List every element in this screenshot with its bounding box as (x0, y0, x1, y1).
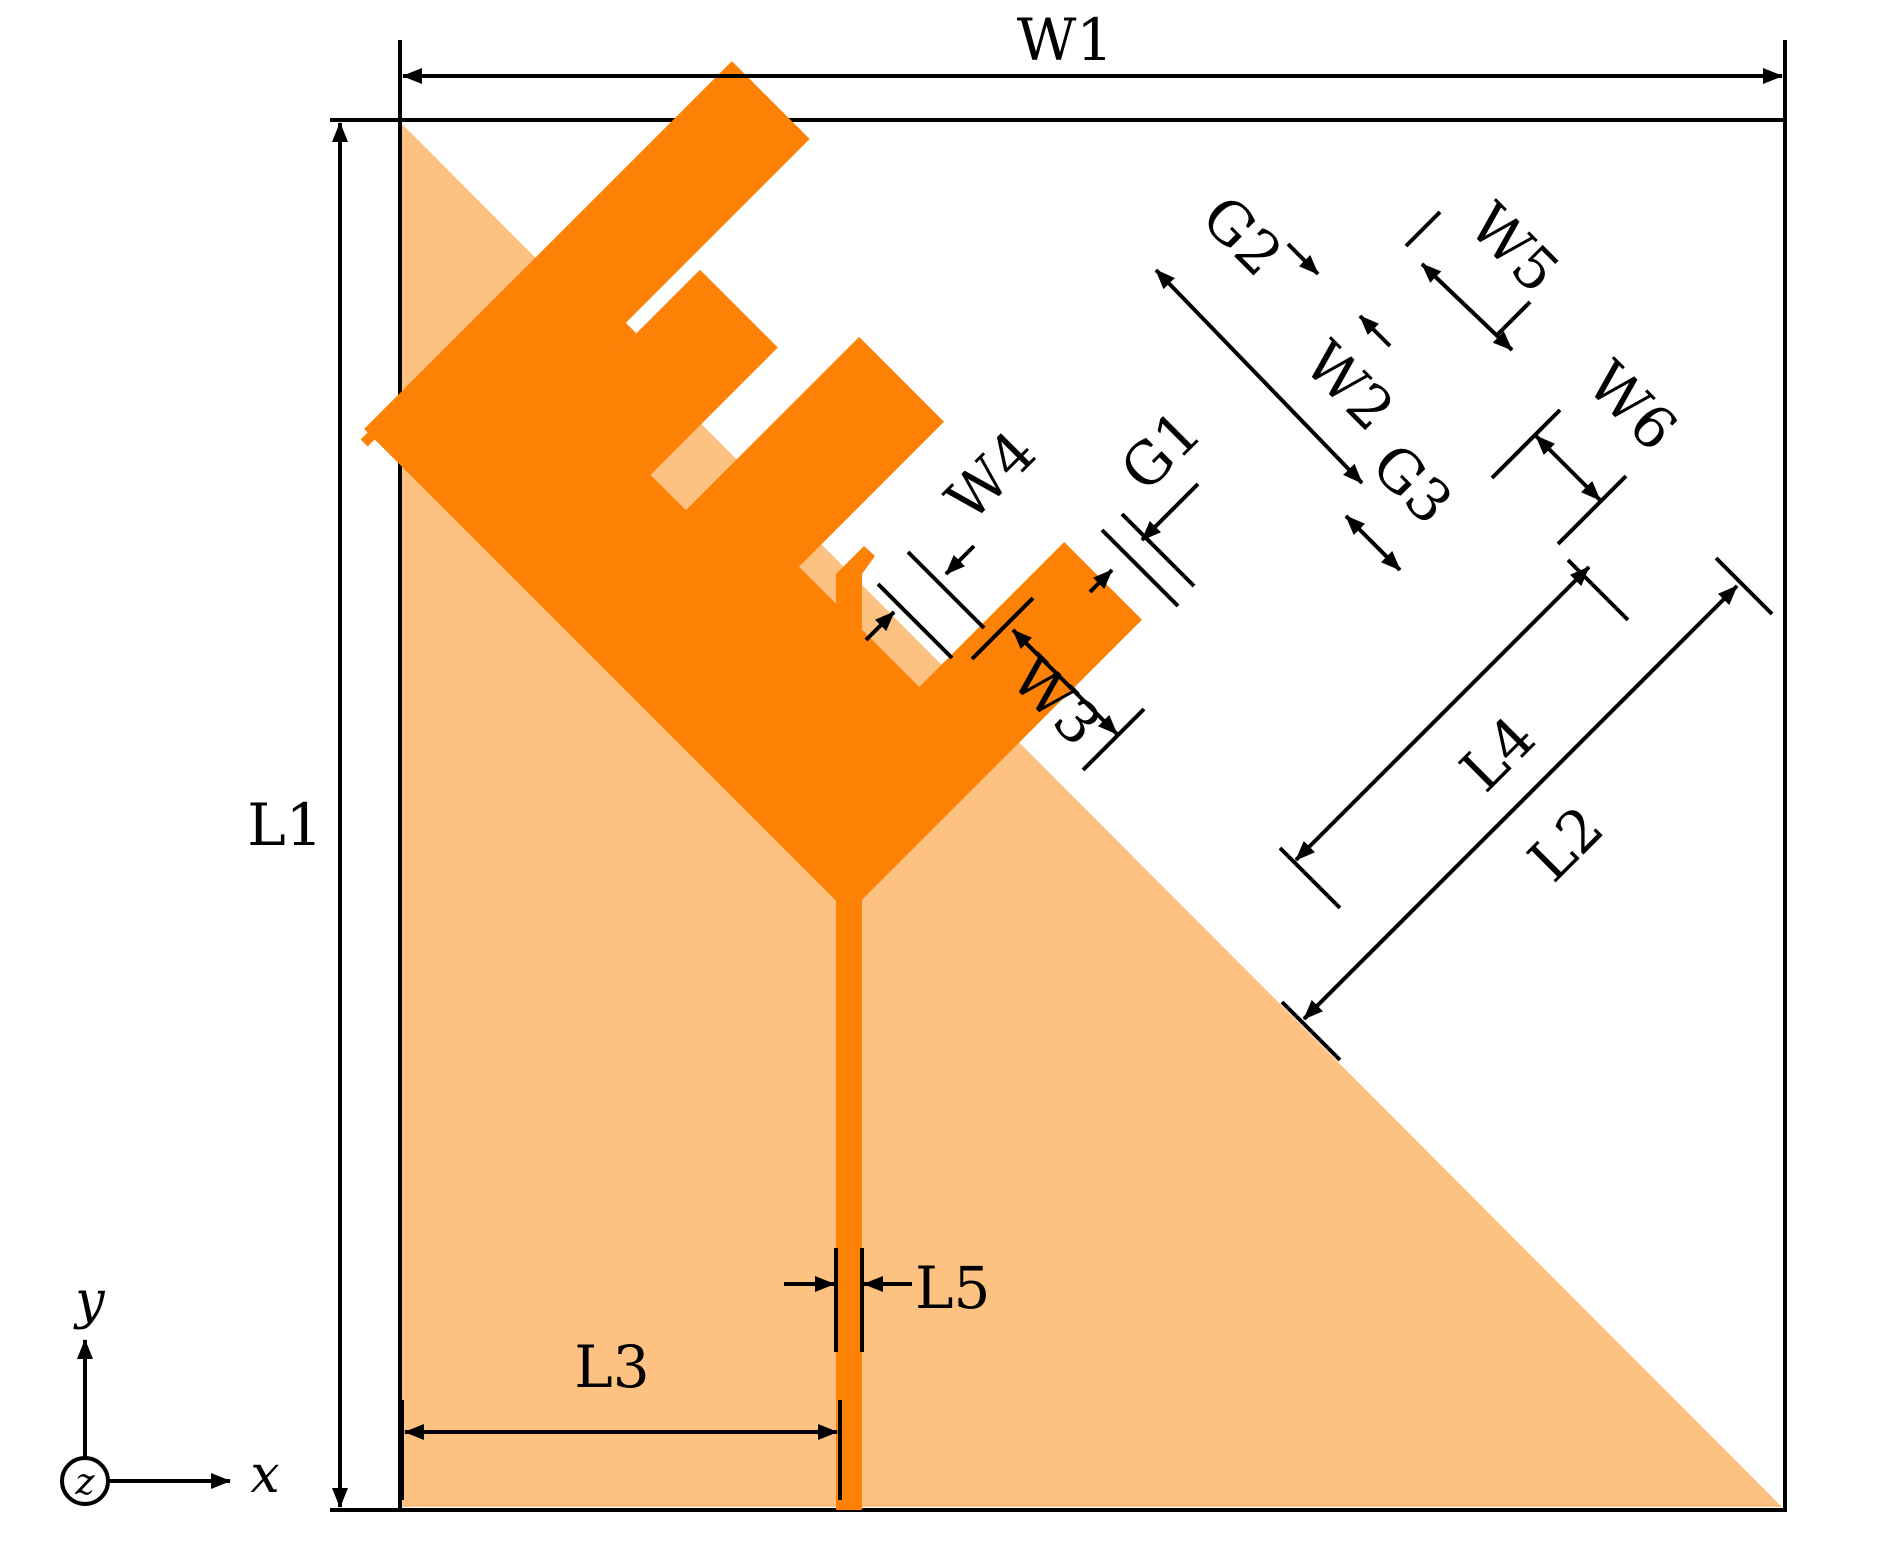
dim-W5: W5 (1404, 190, 1572, 352)
dim-L5: L5 (784, 1248, 990, 1352)
label-L5: L5 (915, 1254, 990, 1322)
label-L2: L2 (1515, 793, 1616, 894)
axis-y-label: y (73, 1271, 105, 1331)
label-W4: W4 (933, 418, 1049, 534)
label-W5: W5 (1456, 190, 1572, 306)
label-L3: L3 (574, 1333, 649, 1401)
coordinate-axes: z x y (60, 1271, 280, 1506)
label-W6: W6 (1574, 348, 1690, 464)
axis-z-label: z (75, 1462, 96, 1503)
axis-x-label: x (250, 1445, 279, 1505)
dim-L1: L1 (247, 118, 445, 1512)
dim-W6: W6 (1490, 348, 1690, 546)
substrate-outline (398, 118, 1787, 1512)
dim-W1: W1 (398, 6, 1787, 120)
dim-L3: L3 (400, 1333, 842, 1500)
radiating-patch (360, 61, 1142, 914)
dim-G2: G2 (1189, 182, 1392, 348)
label-W1: W1 (1017, 6, 1114, 74)
label-G3: G3 (1359, 430, 1466, 537)
label-G2: G2 (1189, 182, 1296, 289)
label-G1: G1 (1107, 397, 1214, 504)
label-L1: L1 (247, 791, 322, 859)
dim-G1: G1 (1088, 397, 1214, 608)
dim-L2: L2 (1280, 556, 1774, 1062)
feed-line (836, 546, 875, 1510)
dim-G3: G3 (1344, 430, 1466, 572)
